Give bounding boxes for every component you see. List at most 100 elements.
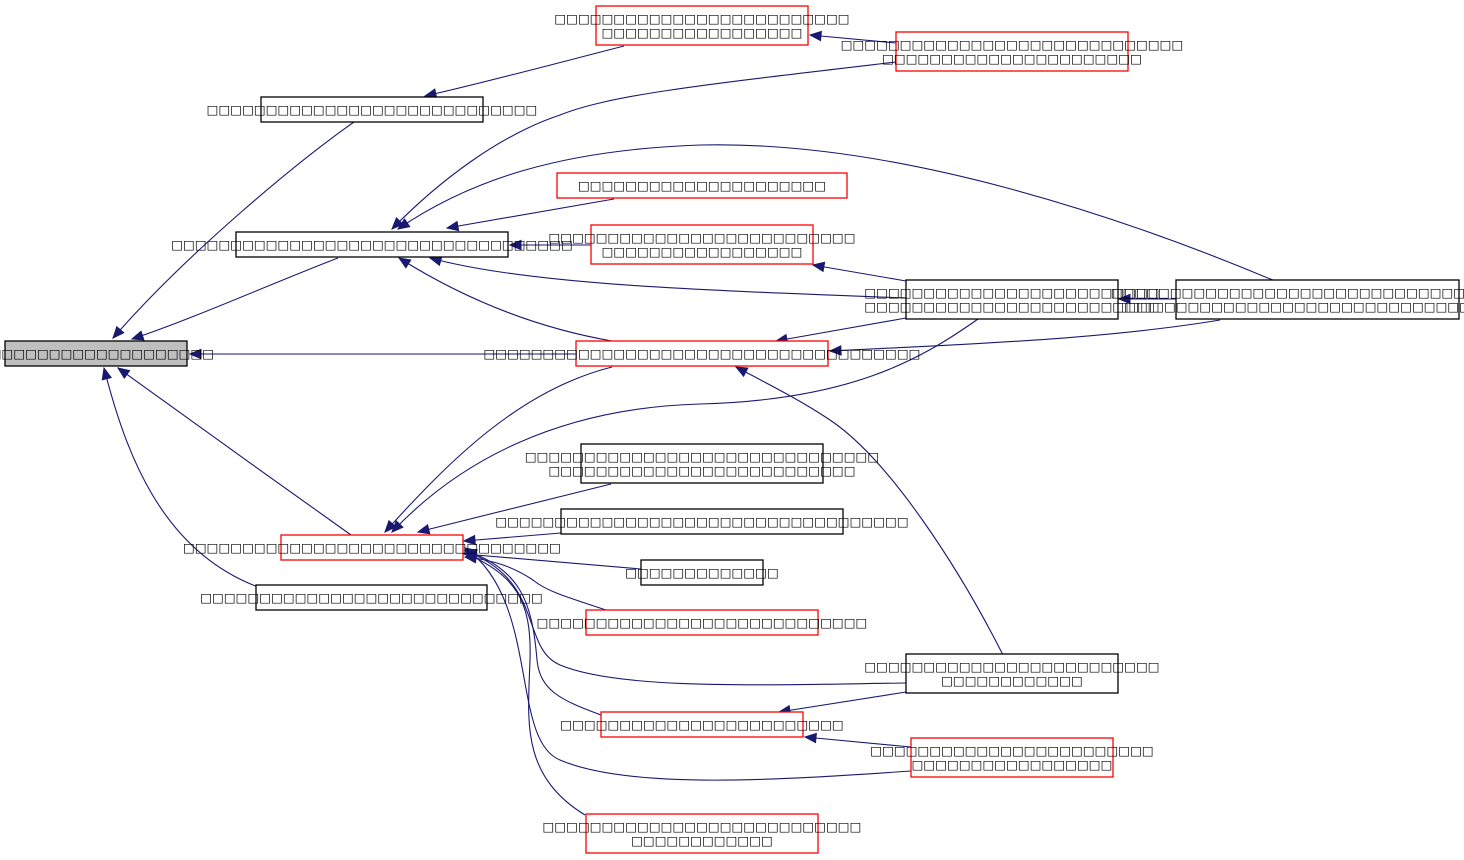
node-label: □□□□□□□□□□□□□□□□□□□□□□□□□□□□□□□□□□□	[1111, 285, 1464, 300]
edge-line	[464, 550, 907, 686]
node-box[interactable]	[575, 340, 829, 367]
graph-node-n5[interactable]: □□□□□□□□□□□□□□□□□□□□□□□□□□□□□□□□□□□□□□□□…	[554, 5, 850, 46]
node-box[interactable]	[595, 5, 809, 46]
nodes-layer: □□□□□□□□□□□□□□□□□□□□□□□□□□□□□□□□□□□□□□□□…	[0, 5, 1464, 854]
node-box[interactable]	[905, 653, 1119, 694]
edge-line	[446, 198, 615, 229]
edge-n19-to-n11	[463, 552, 586, 816]
node-label: □□□□□□□□□□□□□□□□□□□□□□□□□□□	[543, 819, 862, 834]
edge-line	[112, 121, 355, 339]
graph-node-n17[interactable]: □□□□□□□□□□□□□□□□□□□□□□□□	[560, 711, 844, 738]
arrowhead-icon	[462, 534, 476, 546]
node-label: □□□□□□□□□□□□□□□□□□□□□□□□□□□□□	[200, 590, 543, 605]
graph-node-n1[interactable]: □□□□□□□□□□□□□□□□□□□□□□□□□□□□	[207, 96, 538, 123]
edge-line	[804, 736, 912, 748]
node-label: □□□□□□□□□□□□□□□□□□□□	[0, 346, 214, 361]
arrowhead-icon	[803, 732, 817, 744]
node-label: □□□□□□□□□□□□□□□□□□□□□□□□□□□□	[537, 615, 868, 630]
graph-node-n8[interactable]: □□□□□□□□□□□□□□□□□□□□□□□□□□□□□□□□□□□□□□□□…	[548, 224, 856, 265]
arrowhead-icon	[428, 255, 443, 267]
node-label: □□□□□□□□□□□□□□□□□□□□□□□□□	[864, 659, 1159, 674]
graph-node-n2[interactable]: □□□□□□□□□□□□□□□□□□□□□□□□□□□□□□□□□□	[171, 231, 573, 258]
arrowhead-icon	[396, 218, 411, 230]
arrowhead-icon	[463, 552, 478, 563]
node-box[interactable]	[560, 508, 844, 535]
node-label: □□□□□□□□□□□□□□□□□□□□□□	[882, 51, 1142, 66]
edge-line	[424, 45, 625, 97]
node-label: □□□□□□□□□□□□□□□□□□□□□□□□□□□□	[207, 102, 538, 117]
arrowhead-icon	[397, 257, 412, 269]
edge-n2-to-n0	[130, 257, 339, 341]
edge-n6-to-n2	[391, 61, 897, 230]
graph-node-n16[interactable]: □□□□□□□□□□□□□□□□□□□□□□□□□□□□□□□□□□□□□	[864, 653, 1160, 694]
edge-n10-to-n7	[828, 319, 1221, 356]
node-box[interactable]	[585, 609, 819, 636]
graph-node-n3[interactable]: □□□□□□□□□□□□□□□□□□□□□	[556, 172, 848, 199]
graph-node-n4[interactable]: □□□□□□□□□□□□□□□□□□□□□□□□□□□□□	[200, 584, 543, 611]
edge-n18-to-n17	[803, 732, 912, 748]
node-box[interactable]	[910, 737, 1114, 778]
edge-n8-to-n2	[508, 239, 591, 251]
node-label: □□□□□□□□□□□□□□□□□□□□□□□□□□□□□□□□□□	[1117, 299, 1464, 314]
edges-layer	[101, 30, 1276, 816]
graph-node-n15[interactable]: □□□□□□□□□□□□□□□□□□□□□□□□□□□□	[537, 609, 868, 636]
node-label: □□□□□□□□□□□□□□□□□□□□□□□□□	[864, 299, 1159, 314]
node-label: □□□□□□□□□□□□	[631, 833, 773, 848]
edge-line	[464, 552, 586, 816]
node-box[interactable]	[235, 231, 509, 258]
node-label: □□□□□□□□□□□□□□□□□□□□□□□□□□	[548, 230, 855, 245]
node-label: □□□□□□□□□□□□	[941, 673, 1083, 688]
arrowhead-icon	[508, 239, 522, 251]
graph-node-n19[interactable]: □□□□□□□□□□□□□□□□□□□□□□□□□□□□□□□□□□□□□□□	[543, 813, 862, 854]
edge-line	[812, 264, 907, 282]
node-box[interactable]	[590, 224, 814, 265]
edge-line	[464, 549, 602, 716]
node-box[interactable]	[600, 711, 804, 738]
edge-n5-to-n1	[423, 45, 625, 99]
graph-node-n7[interactable]: □□□□□□□□□□□□□□□□□□□□□□□□□□□□□□□□□□□□□	[484, 340, 921, 367]
node-box[interactable]	[895, 31, 1129, 72]
node-label: □□□□□□□□□□□□□□□□□□□□□□□□□	[554, 11, 849, 26]
edge-n4-to-n0	[101, 366, 259, 588]
node-box[interactable]	[1175, 279, 1460, 320]
graph-node-n12[interactable]: □□□□□□□□□□□□□□□□□□□□□□□□□□□□□□□□□□□□□□□□…	[525, 443, 879, 484]
graph-node-n11[interactable]: □□□□□□□□□□□□□□□□□□□□□□□□□□□□□□□□	[183, 534, 561, 561]
edge-n9-to-n2	[428, 255, 907, 299]
edge-line	[391, 61, 897, 230]
graph-node-n6[interactable]: □□□□□□□□□□□□□□□□□□□□□□□□□□□□□□□□□□□□□□□□…	[841, 31, 1184, 72]
graph-node-n10[interactable]: □□□□□□□□□□□□□□□□□□□□□□□□□□□□□□□□□□□□□□□□…	[1111, 279, 1464, 320]
arrowhead-icon	[384, 519, 397, 533]
edge-line	[417, 483, 612, 533]
node-box[interactable]	[556, 172, 848, 199]
node-label: □□□□□□□□□□□□□□□□□□□□□□□□□□□□□□□□	[183, 540, 561, 555]
node-box[interactable]	[255, 584, 488, 611]
node-box[interactable]	[260, 96, 484, 123]
node-label: □□□□□□□□□□□□□□□□□□□□□□□□	[870, 743, 1153, 758]
arrowhead-icon	[116, 367, 131, 380]
node-label: □□□□□□□□□□□□□□□□□□□□□□□□□□□□□□	[525, 449, 879, 464]
arrowhead-icon	[734, 366, 749, 378]
edge-n11-to-n0	[116, 367, 352, 536]
node-box[interactable]	[580, 443, 824, 484]
arrowhead-icon	[391, 217, 404, 230]
edge-n7-to-n2	[397, 257, 613, 342]
arrowhead-icon	[112, 325, 125, 339]
graph-node-n14[interactable]: □□□□□□□□□□□□□	[625, 559, 779, 586]
graph-node-n9[interactable]: □□□□□□□□□□□□□□□□□□□□□□□□□□□□□□□□□□□□□□□□…	[864, 279, 1160, 320]
node-label: □□□□□□□□□□□□□□□□□	[602, 25, 803, 40]
node-box[interactable]	[640, 559, 764, 586]
graph-node-n13[interactable]: □□□□□□□□□□□□□□□□□□□□□□□□□□□□□□□□□□□	[495, 508, 909, 535]
node-box[interactable]	[585, 813, 819, 854]
edge-line	[464, 547, 912, 781]
node-label: □□□□□□□□□□□□□□□□□□□□□□□□□□□□□□□□□□□	[495, 514, 908, 529]
edge-n9-to-n8	[811, 261, 907, 282]
graph-node-n18[interactable]: □□□□□□□□□□□□□□□□□□□□□□□□□□□□□□□□□□□□□□□□…	[870, 737, 1154, 778]
edge-line	[829, 319, 1221, 352]
edge-n7-to-n0	[188, 348, 576, 360]
edge-line	[391, 318, 979, 533]
node-label: □□□□□□□□□□□□□	[625, 565, 779, 580]
node-box[interactable]	[905, 279, 1119, 320]
node-label: □□□□□□□□□□□□□□□□□	[912, 757, 1113, 772]
node-label: □□□□□□□□□□□□□□□□□□□□□□□□□□□□□□□□□□□□□	[484, 346, 921, 361]
node-box[interactable]	[280, 534, 464, 561]
